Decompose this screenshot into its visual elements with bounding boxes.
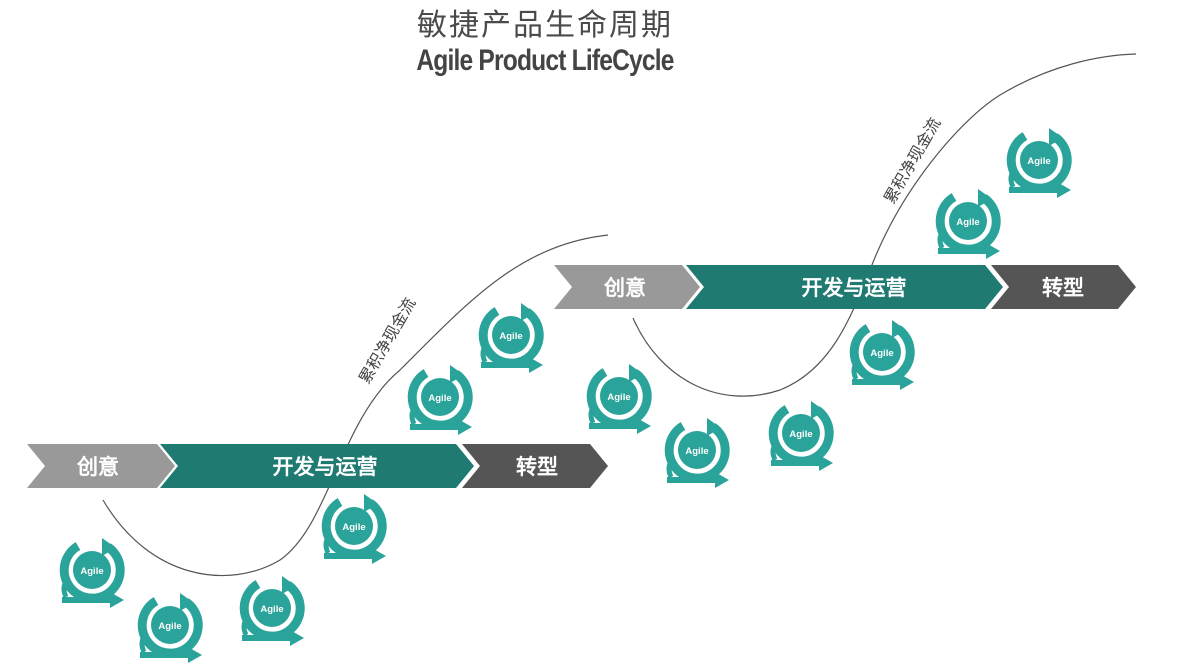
agile-cycle-icon: Agile	[324, 494, 386, 564]
phase-bar-2: 创意 开发与运营 转型	[554, 265, 1136, 309]
agile-cycle-icon: Agile	[1009, 128, 1071, 198]
agile-cycle-icon: Agile	[410, 365, 472, 435]
svg-text:Agile: Agile	[607, 392, 630, 403]
phase-arrow-transition	[991, 265, 1136, 309]
agile-cycle-icon: Agile	[938, 189, 1000, 259]
agile-cycle-icon: Agile	[589, 364, 651, 434]
page-title: 敏捷产品生命周期	[417, 8, 673, 43]
agile-cycle-icon: Agile	[667, 418, 729, 488]
phase-arrow-dev-ops	[160, 444, 474, 488]
agile-icons-cycle-2: Agile Agile Agile Agile Agile Agile	[589, 128, 1071, 488]
svg-text:Agile: Agile	[789, 429, 812, 440]
page-subtitle: Agile Product LifeCycle	[416, 44, 674, 77]
phase-arrow-ideation	[554, 265, 700, 309]
svg-text:Agile: Agile	[428, 393, 451, 404]
phase-arrow-dev-ops	[686, 265, 1003, 309]
phase-label-ideation: 创意	[76, 455, 119, 479]
phase-arrow-ideation	[27, 444, 175, 488]
agile-icons-cycle-1: Agile Agile Agile Agile Agile Agile	[62, 303, 543, 663]
svg-text:Agile: Agile	[80, 566, 103, 577]
cumulative-cash-flow-label-2: 累积净现金流	[880, 114, 944, 207]
agile-cycle-icon: Agile	[242, 576, 304, 646]
svg-text:Agile: Agile	[499, 331, 522, 342]
agile-cycle-icon: Agile	[62, 538, 124, 608]
svg-text:Agile: Agile	[870, 348, 893, 359]
svg-text:Agile: Agile	[158, 621, 181, 632]
agile-cycle-icon: Agile	[140, 593, 202, 663]
phase-label-transition: 转型	[516, 455, 558, 479]
agile-cycle-icon: Agile	[771, 401, 833, 471]
svg-text:Agile: Agile	[956, 217, 979, 228]
agile-cycle-icon: Agile	[852, 320, 914, 390]
phase-arrow-transition	[462, 444, 608, 488]
phase-label-dev-ops: 开发与运营	[273, 455, 378, 479]
phase-label-ideation: 创意	[603, 276, 646, 300]
svg-text:Agile: Agile	[1027, 156, 1050, 167]
svg-text:Agile: Agile	[342, 522, 365, 533]
cumulative-cash-flow-label-1: 累积净现金流	[355, 294, 419, 387]
phase-label-dev-ops: 开发与运营	[802, 276, 907, 300]
phase-label-transition: 转型	[1042, 276, 1084, 300]
phase-bar-1: 创意 开发与运营 转型	[27, 444, 608, 488]
svg-text:Agile: Agile	[685, 446, 708, 457]
agile-cycle-icon: Agile	[481, 303, 543, 373]
svg-text:Agile: Agile	[260, 604, 283, 615]
